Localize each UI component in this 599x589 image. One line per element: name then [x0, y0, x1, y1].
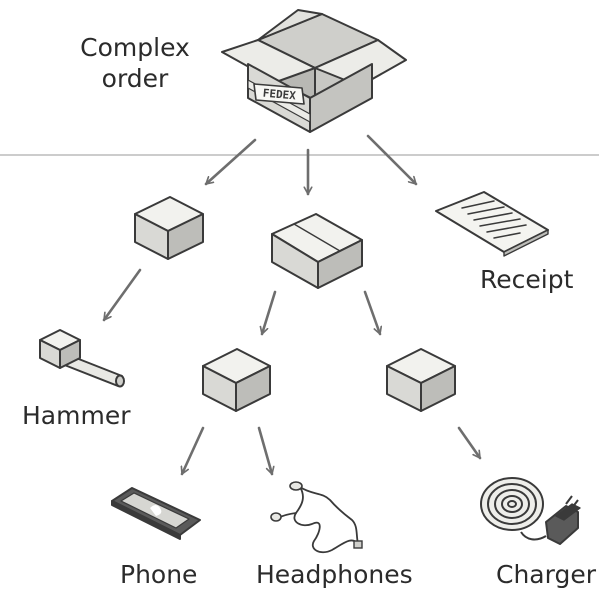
arrow-order-to-box-left: [204, 138, 257, 186]
label-receipt: Receipt: [480, 265, 574, 294]
label-charger: Charger: [496, 560, 596, 589]
phone-icon: [111, 487, 201, 540]
label-phone: Phone: [120, 560, 198, 589]
arrow-box-b-to-phone: [182, 426, 205, 476]
box-b-icon: [202, 348, 271, 412]
fedex-stamp: FEDEX: [262, 87, 296, 103]
arrows: [102, 134, 482, 476]
arrow-box-c-to-charger: [457, 426, 482, 460]
arrow-center-to-box-c: [363, 290, 380, 336]
arrow-box-to-hammer: [102, 268, 142, 322]
headphones-icon: [270, 481, 363, 554]
box-c-icon: [386, 348, 456, 412]
label-complex-order: Complex order: [80, 33, 190, 93]
charger-icon: [480, 477, 581, 545]
open-box-icon: [221, 9, 407, 133]
label-headphones: Headphones: [256, 560, 413, 589]
receipt-icon: [435, 191, 549, 257]
arrow-box-b-to-headphones: [257, 426, 272, 476]
hammer-icon: [39, 329, 125, 388]
arrow-order-to-receipt: [366, 134, 418, 186]
box-small-icon: [134, 196, 204, 260]
arrow-center-to-box-b: [262, 290, 277, 336]
label-hammer: Hammer: [22, 401, 131, 430]
box-medium-icon: [271, 213, 363, 289]
